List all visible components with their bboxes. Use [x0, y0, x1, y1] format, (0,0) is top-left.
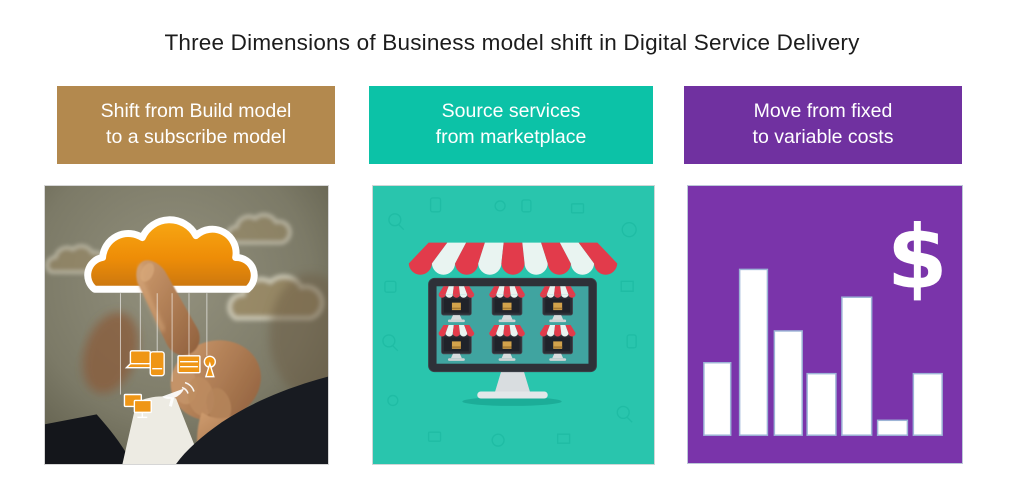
- monitor-shadow: [462, 396, 562, 406]
- striped-awning: [408, 242, 618, 275]
- header-subscribe-model: Shift from Build model to a subscribe mo…: [57, 86, 335, 164]
- orange-cloud-icon: [84, 216, 258, 293]
- marketplace-svg: [373, 186, 654, 464]
- bar-7: [912, 372, 943, 436]
- dual-monitors-icon: [123, 393, 152, 419]
- bar-4: [806, 372, 837, 436]
- blurred-arm-background: [269, 273, 328, 397]
- phone-icon: [149, 351, 165, 377]
- header-subscribe-label: Shift from Build model to a subscribe mo…: [100, 100, 292, 148]
- page-title: Three Dimensions of Business model shift…: [164, 30, 860, 55]
- dollar-sign: $: [887, 206, 948, 308]
- antenna-icon: [203, 355, 216, 378]
- bar-1: [703, 361, 732, 436]
- background-pattern-icons: [382, 197, 637, 447]
- server-icon: [177, 355, 201, 374]
- bar-2: [738, 268, 769, 436]
- marketplace-illustration: [372, 185, 655, 465]
- monitor-storefront: [408, 242, 618, 406]
- cost-bars: [703, 268, 943, 436]
- hanging-device-icons: [123, 350, 216, 419]
- cloud-touch-photo: [44, 185, 329, 465]
- cloud-touch-illustration: [45, 186, 328, 464]
- business-suit: [45, 376, 328, 464]
- monitor-stand: [495, 371, 530, 392]
- laptop-icon: [124, 350, 156, 369]
- header-variable-costs: Move from fixed to variable costs: [684, 86, 962, 164]
- header-marketplace-label: Source services from marketplace: [435, 100, 587, 148]
- header-source-marketplace: Source services from marketplace: [369, 86, 653, 164]
- header-costs-label: Move from fixed to variable costs: [752, 100, 894, 148]
- monitor-base: [477, 391, 548, 399]
- bar-6: [876, 419, 909, 436]
- bar-3: [773, 330, 803, 436]
- cost-chart-svg: $: [688, 186, 962, 463]
- hanging-strings: [119, 293, 208, 395]
- satellite-dish-icon: [162, 381, 195, 407]
- bar-5: [841, 296, 873, 436]
- cost-bar-chart: $: [687, 185, 963, 464]
